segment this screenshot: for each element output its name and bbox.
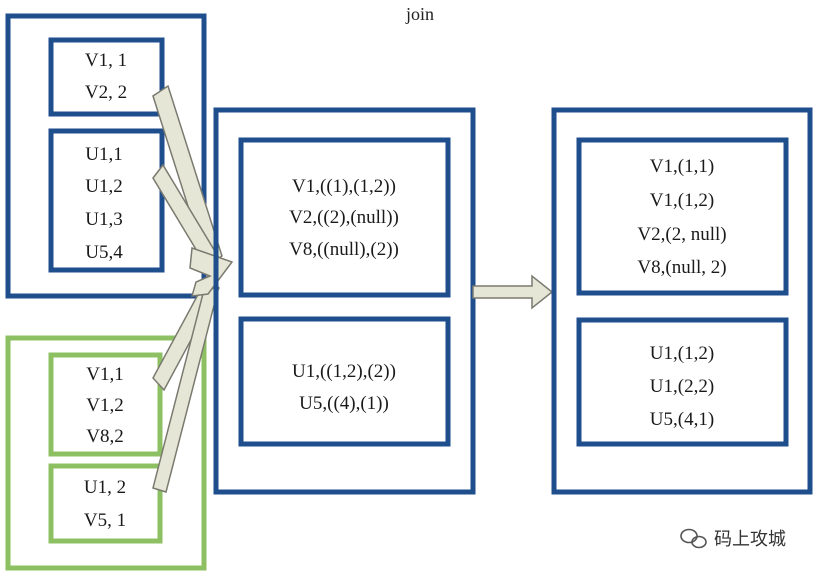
green-row: V5, 1	[84, 510, 126, 531]
grouped-table: V1,((1),(1,2)) V2,((2),(null)) V8,((null…	[213, 107, 476, 495]
result-row: V1,(1,2)	[650, 190, 714, 211]
arrow-head	[189, 246, 234, 297]
blue-row: V2, 2	[85, 82, 127, 103]
green-row: V8,2	[86, 426, 123, 447]
input-table-blue: V1, 1 V2, 2 U1,1 U1,2 U1,3 U5,4	[5, 13, 207, 299]
green-row: V1,1	[86, 364, 123, 385]
result-row: U1,(1,2)	[650, 343, 714, 364]
watermark: 码上攻城	[680, 528, 786, 550]
result-row: U1,(2,2)	[650, 376, 714, 397]
watermark-text: 码上攻城	[714, 529, 786, 550]
grouped-row: U1,((1,2),(2))	[292, 361, 396, 382]
result-table: V1,(1,1) V1,(1,2) V2,(2, null) V8,(null,…	[551, 107, 813, 495]
wechat-icon	[680, 528, 707, 549]
grouped-row: U5,((4),(1))	[299, 393, 389, 414]
blue-row: U1,1	[85, 144, 122, 165]
input-table-green: V1,1 V1,2 V8,2 U1, 2 V5, 1	[5, 335, 207, 571]
blue-row: V1, 1	[85, 50, 127, 71]
grouped-row: V8,((null),(2))	[289, 239, 399, 260]
grouped-row: V1,((1),(1,2))	[292, 176, 396, 197]
blue-row: U1,2	[85, 176, 122, 197]
blue-row: U5,4	[85, 242, 123, 263]
result-row: V2,(2, null)	[637, 224, 726, 245]
flatten-arrow	[472, 274, 554, 310]
grouped-row: V2,((2),(null))	[289, 207, 399, 228]
green-row: V1,2	[86, 395, 123, 416]
blue-row: U1,3	[85, 209, 122, 230]
green-row: U1, 2	[84, 477, 126, 498]
result-row: V8,(null, 2)	[637, 257, 726, 278]
result-row: V1,(1,1)	[650, 156, 714, 177]
result-row: U5,(4,1)	[650, 409, 714, 430]
converging-arrows	[152, 84, 234, 493]
diagram-title: join	[405, 4, 434, 24]
